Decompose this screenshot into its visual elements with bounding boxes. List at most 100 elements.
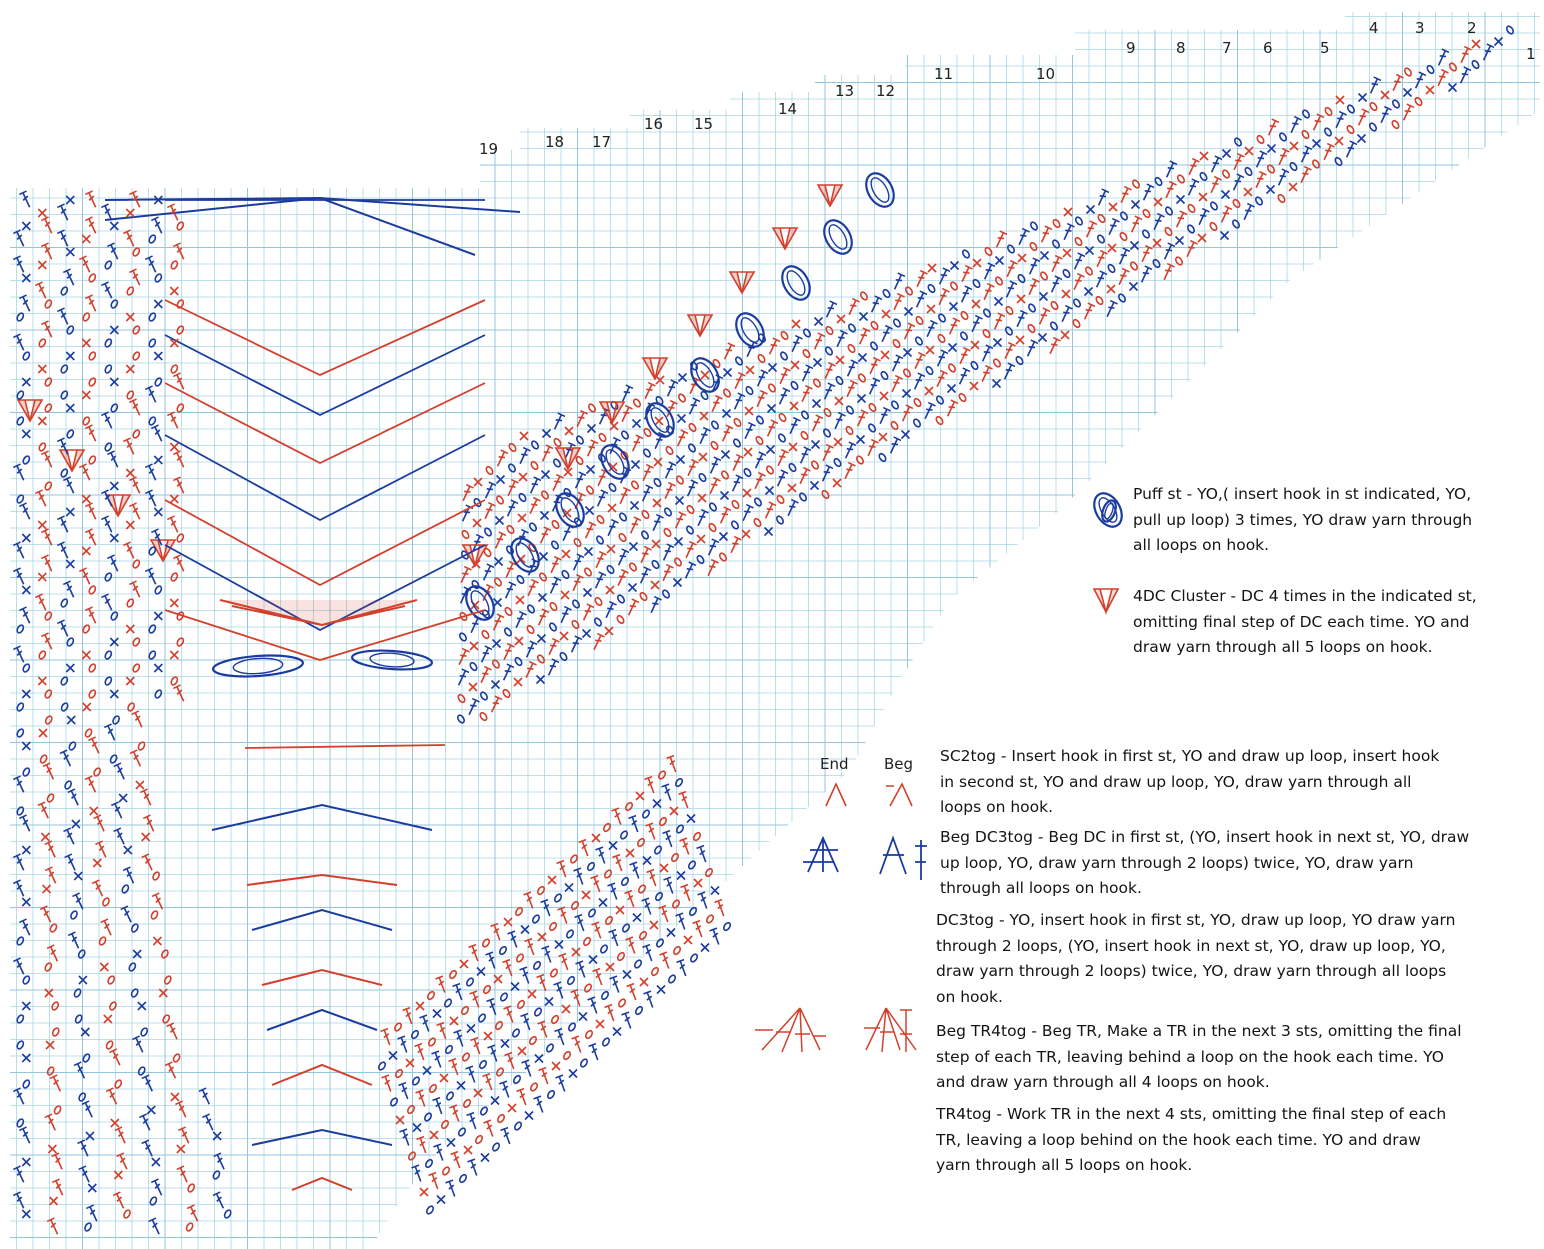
double-crochet <box>1312 113 1325 131</box>
single-crochet <box>21 689 31 699</box>
chain-stitch <box>154 689 163 699</box>
double-crochet <box>176 1165 188 1183</box>
single-crochet <box>65 247 75 257</box>
single-crochet <box>585 464 596 475</box>
single-crochet <box>480 1152 490 1163</box>
single-crochet <box>562 508 572 518</box>
single-crochet <box>109 481 119 491</box>
double-crochet <box>77 1139 89 1157</box>
chain-stitch <box>1221 169 1231 179</box>
chain-stitch <box>634 1005 644 1016</box>
chain-stitch <box>495 1067 505 1077</box>
single-crochet <box>45 1040 55 1050</box>
double-crochet <box>448 1057 459 1076</box>
double-crochet <box>1141 244 1153 263</box>
double-crochet <box>100 515 113 533</box>
chain-stitch <box>937 313 947 323</box>
double-crochet <box>801 384 813 403</box>
chain-stitch <box>406 1104 416 1115</box>
double-crochet <box>485 951 496 969</box>
single-crochet <box>146 1105 156 1115</box>
single-crochet <box>588 954 598 965</box>
double-crochet <box>1414 71 1427 89</box>
chain-stitch <box>39 754 48 764</box>
puff-stitch <box>735 312 765 348</box>
double-crochet <box>631 434 644 452</box>
single-crochet <box>764 485 775 496</box>
single-crochet <box>38 728 48 738</box>
chain-stitch <box>441 1166 451 1176</box>
double-crochet <box>629 516 642 534</box>
chain-stitch <box>1119 211 1129 221</box>
double-crochet <box>584 521 597 539</box>
double-crochet <box>608 928 619 947</box>
single-crochet <box>1153 197 1163 207</box>
double-crochet <box>503 642 515 661</box>
chain-stitch <box>515 953 525 963</box>
chain-stitch <box>620 876 630 887</box>
double-crochet <box>432 1096 443 1115</box>
double-crochet <box>582 603 595 621</box>
chain-stitch <box>1074 236 1083 247</box>
chain-stitch <box>598 432 607 443</box>
chain-stitch <box>474 1134 484 1145</box>
chain-stitch <box>1117 293 1127 303</box>
chain-stitch <box>1164 226 1173 237</box>
joining-chain-line <box>246 873 398 886</box>
chain-stitch <box>628 562 638 572</box>
chain-stitch <box>585 485 595 495</box>
single-crochet <box>21 897 31 907</box>
chain-stitch <box>730 520 740 530</box>
chain-stitch <box>549 601 558 612</box>
double-crochet <box>414 1042 425 1061</box>
chain-stitch <box>491 1142 501 1152</box>
chain-stitch <box>502 688 511 699</box>
double-crochet <box>733 392 746 410</box>
single-crochet <box>972 258 982 268</box>
single-crochet <box>65 663 75 673</box>
double-crochet <box>178 1126 190 1144</box>
double-crochet <box>100 281 113 299</box>
double-crochet <box>650 595 662 614</box>
chain-stitch <box>565 929 575 939</box>
double-crochet <box>553 412 566 430</box>
chain-stitch <box>478 1059 488 1070</box>
double-crochet <box>548 637 560 656</box>
chain-stitch <box>162 1014 171 1024</box>
double-crochet <box>56 515 69 533</box>
chain-stitch <box>16 494 25 504</box>
double-crochet <box>381 1074 392 1092</box>
single-crochet <box>669 806 679 816</box>
double-crochet <box>458 647 470 666</box>
chain-stitch <box>1072 318 1081 329</box>
double-crochet <box>924 401 936 420</box>
double-crochet <box>607 518 619 537</box>
chain-stitch <box>110 299 119 309</box>
double-crochet <box>46 1217 59 1235</box>
single-crochet <box>436 1194 446 1205</box>
chain-stitch <box>1084 266 1094 276</box>
chain-stitch <box>637 884 647 894</box>
double-crochet <box>504 1051 515 1070</box>
double-crochet <box>1210 155 1223 173</box>
double-crochet <box>483 1119 494 1137</box>
double-crochet <box>916 269 928 288</box>
double-crochet <box>1323 142 1335 161</box>
single-crochet <box>544 996 554 1007</box>
single-crochet <box>652 798 662 809</box>
chain-stitch <box>1414 96 1423 107</box>
double-crochet <box>1061 304 1073 323</box>
chain-stitch <box>733 417 742 428</box>
double-crochet <box>84 775 97 793</box>
double-crochet <box>100 203 113 221</box>
double-crochet <box>621 404 633 423</box>
chain-stitch <box>170 676 179 686</box>
chain-stitch <box>1254 196 1264 206</box>
double-crochet <box>62 580 75 598</box>
double-crochet <box>504 581 517 599</box>
chain-stitch <box>110 403 119 413</box>
chain-stitch <box>176 221 185 231</box>
chain-stitch <box>394 1068 404 1079</box>
chain-stitch <box>552 458 562 468</box>
single-crochet <box>1084 245 1095 256</box>
